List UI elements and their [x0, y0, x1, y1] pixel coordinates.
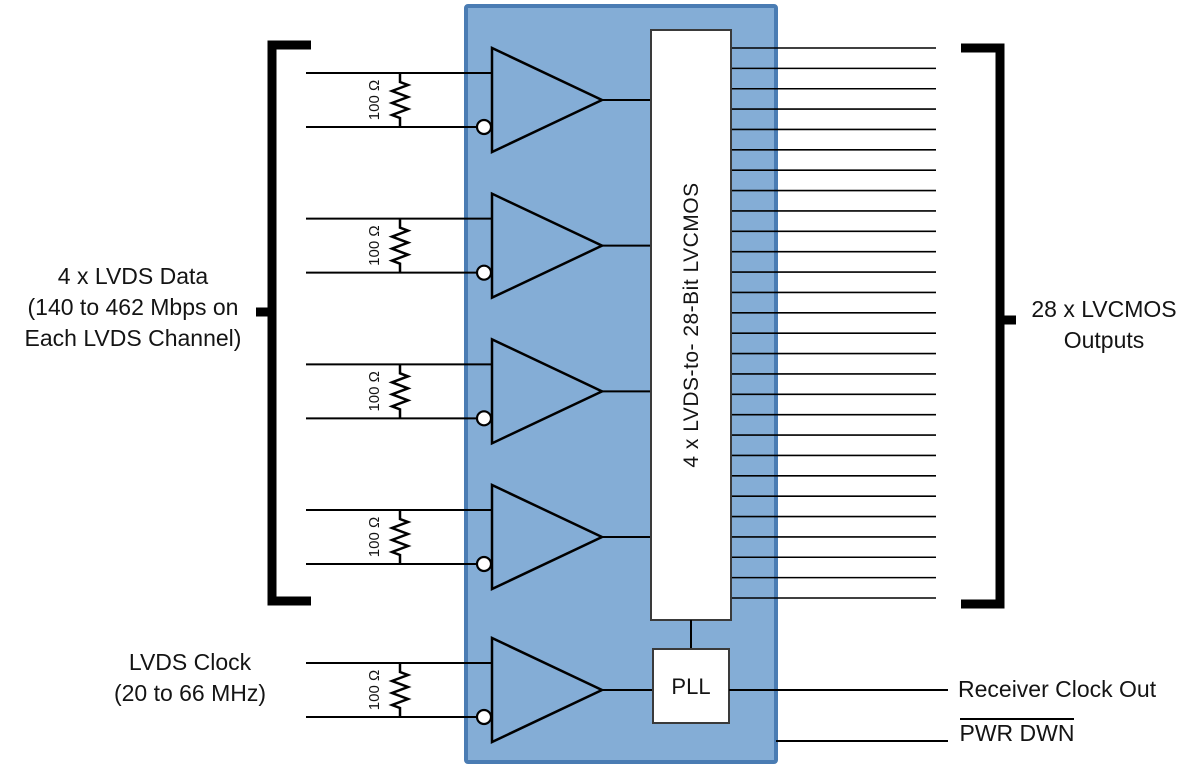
clock-receiver-channel: 100 Ω: [306, 636, 653, 744]
termination-resistor-label: 100 Ω: [366, 670, 383, 710]
core-block-label: 4 x LVDS-to- 28-Bit LVCMOS: [680, 182, 703, 467]
inverting-input-bubble: [475, 555, 493, 573]
termination-resistor: [388, 663, 412, 717]
termination-resistor-label: 100 Ω: [366, 517, 383, 557]
lvds-data-label-line2: (140 to 462 Mbps on: [28, 294, 239, 320]
lvds-receiver-amp: [490, 483, 605, 591]
pwr-dwn-label: PWR DWN: [960, 720, 1075, 746]
termination-resistor-label: 100 Ω: [366, 80, 383, 120]
lvds-data-label-line1: 4 x LVDS Data: [58, 263, 209, 289]
data-receiver-channel: 100 Ω: [306, 337, 651, 446]
left-grouping-bracket: [256, 40, 311, 606]
receiver-clock-out-label: Receiver Clock Out: [958, 676, 1157, 702]
lvcmos-outputs-label-line2: Outputs: [1064, 327, 1145, 353]
termination-resistor-label: 100 Ω: [366, 225, 383, 265]
data-receiver-channel: 100 Ω: [306, 483, 651, 591]
inverting-input-bubble: [475, 118, 493, 136]
lvds-receiver-amp: [490, 337, 605, 446]
pll-label: PLL: [671, 674, 710, 699]
termination-resistor: [388, 218, 412, 273]
receiver-channels: 100 Ω 100 Ω 100 Ω 100 Ω 100 Ω: [306, 46, 653, 744]
termination-resistor-label: 100 Ω: [366, 371, 383, 411]
lvds-receiver-amp: [490, 191, 605, 300]
lvds-receiver-amp: [490, 636, 605, 744]
data-receiver-channel: 100 Ω: [306, 46, 651, 154]
termination-resistor: [388, 364, 412, 419]
inverting-input-bubble: [475, 708, 493, 726]
lvds-receiver-amp: [490, 46, 605, 154]
lvds-clock-label-line2: (20 to 66 MHz): [114, 680, 266, 706]
data-receiver-channel: 100 Ω: [306, 191, 651, 300]
pll-block: [652, 648, 730, 724]
lvcmos-output-lines: [731, 47, 936, 599]
inverting-input-bubble: [475, 264, 493, 281]
inverting-input-bubble: [475, 410, 493, 427]
lvds-clock-label-line1: LVDS Clock: [129, 649, 252, 675]
lvds-data-label-line3: Each LVDS Channel): [25, 325, 242, 351]
termination-resistor: [388, 510, 412, 564]
right-grouping-bracket: [961, 43, 1016, 609]
lvcmos-outputs-label-line1: 28 x LVCMOS: [1031, 296, 1176, 322]
termination-resistor: [388, 73, 412, 127]
